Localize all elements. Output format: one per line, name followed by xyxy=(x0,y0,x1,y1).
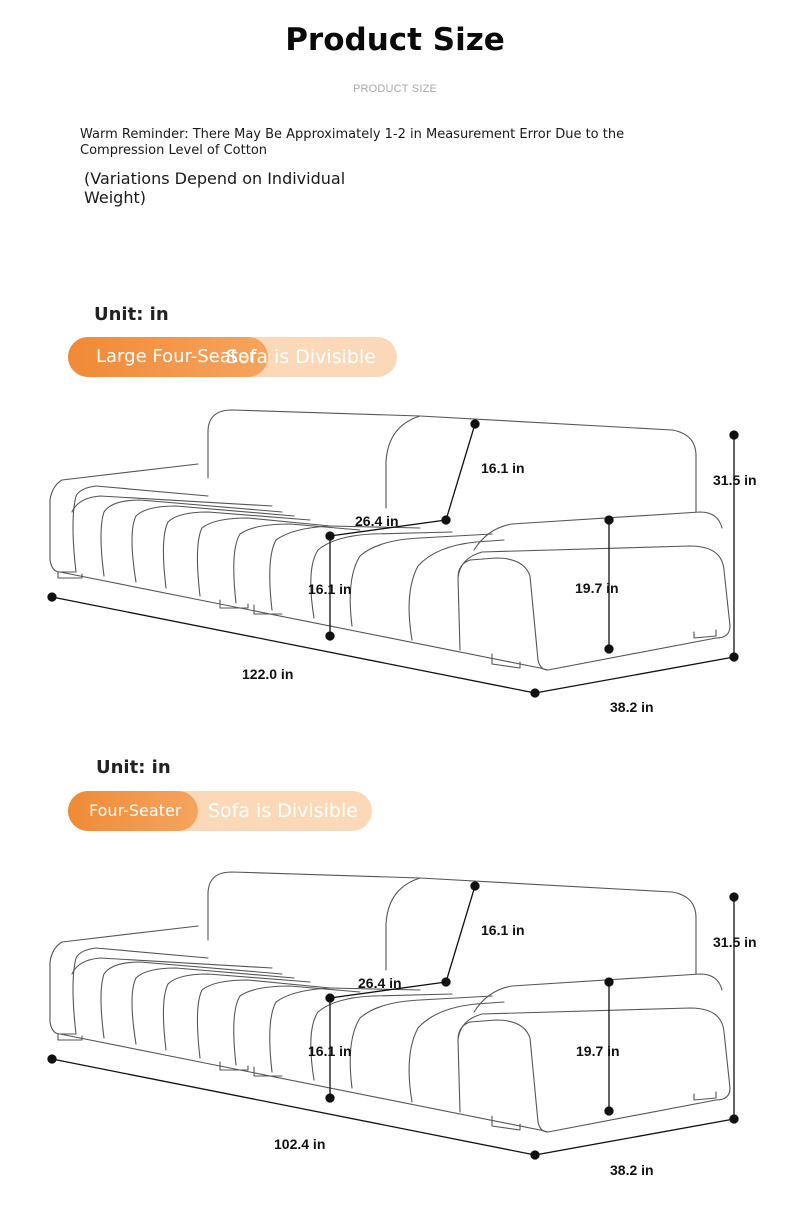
dim-dot xyxy=(47,592,57,602)
backrest-outline xyxy=(207,409,697,513)
right-arm xyxy=(457,545,731,671)
dim-dot xyxy=(729,892,739,902)
dim-dot xyxy=(604,1106,614,1116)
backrest-divider xyxy=(385,877,421,971)
badge-large-four-seater: Large Four-Seater Sofa is Divisible xyxy=(68,337,397,377)
dim-length-line xyxy=(51,596,536,694)
badge-four-seater: Four-Seater Sofa is Divisible xyxy=(68,791,372,831)
badge-primary-label: Four-Seater xyxy=(89,801,182,820)
label-length: 102.4 in xyxy=(274,1136,325,1152)
label-arm-height: 19.7 in xyxy=(576,1043,620,1059)
foot-mid2 xyxy=(253,1066,283,1077)
cushion-1 xyxy=(71,495,273,513)
label-depth: 38.2 in xyxy=(610,1162,654,1178)
left-back-line xyxy=(61,925,199,943)
backrest-divider xyxy=(385,415,421,509)
badge-secondary-label: Sofa is Divisible xyxy=(226,346,376,368)
page-title: Product Size xyxy=(285,22,505,58)
left-arm xyxy=(49,941,209,1035)
dim-dot xyxy=(604,644,614,654)
label-arm-height: 19.7 in xyxy=(575,580,619,596)
dim-dot xyxy=(604,977,614,987)
dim-dot xyxy=(604,515,614,525)
dim-dot xyxy=(470,881,480,891)
foot-mid xyxy=(219,599,249,609)
foot-mid2 xyxy=(253,604,283,615)
sofa-diagram-large-four-seater: 16.1 in 26.4 in 16.1 in 19.7 in 31.5 in … xyxy=(0,400,790,730)
backrest-outline xyxy=(207,871,697,975)
badge-secondary-label: Sofa is Divisible xyxy=(208,800,358,822)
label-total-height: 31.5 in xyxy=(713,934,757,950)
left-back-line xyxy=(61,463,199,481)
unit-label-2: Unit: in xyxy=(96,757,171,778)
foot-mid xyxy=(219,1061,249,1071)
foot-back-right xyxy=(693,1091,717,1101)
variation-note: (Variations Depend on Individual Weight) xyxy=(84,169,346,207)
page-subtitle: PRODUCT SIZE xyxy=(352,83,438,95)
seat-base xyxy=(59,571,549,671)
label-seat-height: 16.1 in xyxy=(308,581,352,597)
dim-seat-depth-line xyxy=(329,981,447,999)
label-seat-depth: 26.4 in xyxy=(358,975,402,991)
dim-dot xyxy=(47,1054,57,1064)
label-seat-height: 16.1 in xyxy=(308,1043,352,1059)
unit-label-1: Unit: in xyxy=(94,304,169,325)
dim-dot xyxy=(729,430,739,440)
cushion-1 xyxy=(71,957,273,975)
badge-primary-label: Large Four-Seater xyxy=(96,346,257,367)
right-arm xyxy=(457,1007,731,1133)
left-arm xyxy=(49,479,209,573)
foot-back-right xyxy=(693,629,717,639)
dim-depth-line xyxy=(534,656,735,694)
label-back-depth: 16.1 in xyxy=(481,460,525,476)
foot-right xyxy=(491,653,521,669)
dim-length-line xyxy=(51,1058,536,1156)
dim-depth-line xyxy=(534,1118,735,1156)
label-total-height: 31.5 in xyxy=(713,472,757,488)
dim-back-depth-line xyxy=(445,885,476,983)
label-seat-depth: 26.4 in xyxy=(355,513,399,529)
seat-base xyxy=(59,1033,549,1133)
dim-dot xyxy=(325,1093,335,1103)
dim-seat-depth-line xyxy=(329,519,447,537)
measurement-reminder: Warm Reminder: There May Be Approximatel… xyxy=(80,127,625,158)
dim-back-depth-line xyxy=(445,423,476,521)
sofa-diagram-four-seater: 16.1 in 26.4 in 16.1 in 19.7 in 31.5 in … xyxy=(0,862,790,1192)
label-back-depth: 16.1 in xyxy=(481,922,525,938)
label-length: 122.0 in xyxy=(242,666,293,682)
dim-dot xyxy=(470,419,480,429)
label-depth: 38.2 in xyxy=(610,699,654,715)
dim-dot xyxy=(325,631,335,641)
foot-left xyxy=(57,1033,83,1041)
foot-right xyxy=(491,1115,521,1131)
foot-left xyxy=(57,571,83,579)
